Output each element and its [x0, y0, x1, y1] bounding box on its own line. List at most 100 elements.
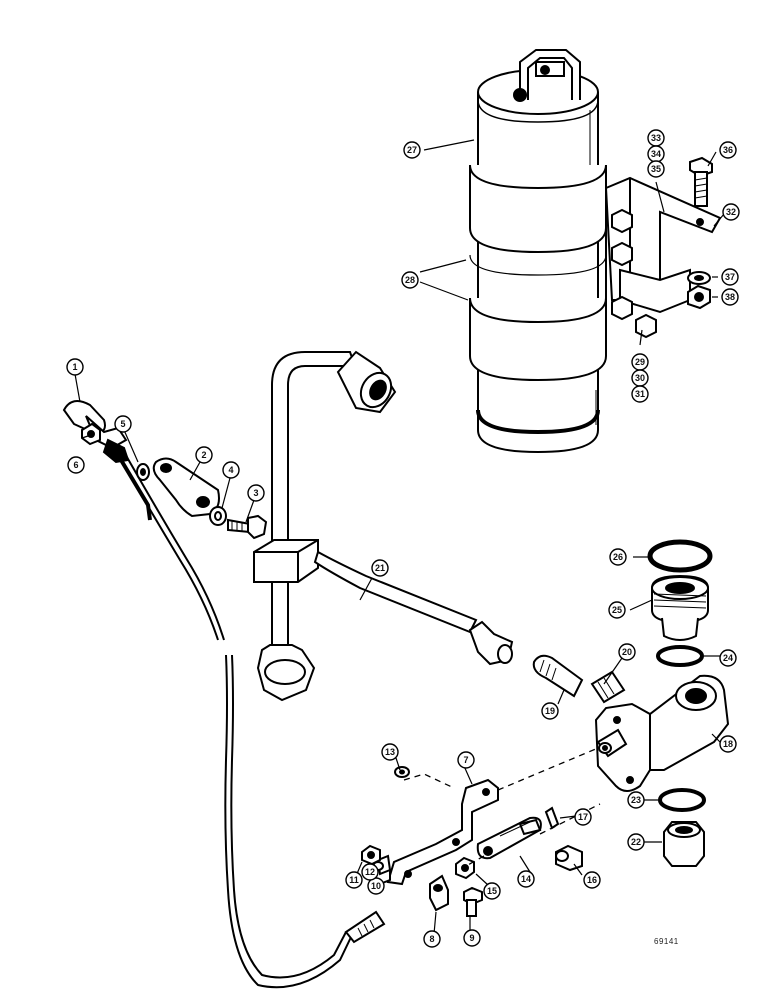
leader-lines — [74, 139, 725, 935]
callout-label: 36 — [723, 145, 733, 155]
callout-circle — [463, 929, 481, 947]
cable-clip-2 — [152, 457, 220, 518]
callout-label: 31 — [635, 389, 645, 399]
callout-circle — [608, 601, 626, 619]
lever-bracket-7 — [386, 778, 499, 886]
shutoff-knob — [62, 400, 130, 464]
washer-4 — [209, 506, 227, 526]
callout-label: 11 — [349, 875, 359, 885]
o-ring-24 — [656, 645, 704, 667]
callout-label: 23 — [631, 795, 641, 805]
clevis-pin-16 — [555, 844, 583, 872]
figure-number: 69141 — [654, 937, 679, 946]
callout-17: 17 — [574, 808, 592, 826]
clevis-14 — [476, 816, 542, 860]
fitting-20 — [590, 670, 626, 704]
callout-4: 4 — [222, 461, 240, 479]
callout-label: 28 — [405, 275, 415, 285]
callout-circle — [67, 456, 85, 474]
callout-14: 14 — [517, 870, 535, 888]
callout-circle — [719, 649, 737, 667]
callout-label: 22 — [631, 837, 641, 847]
callout-label: 35 — [651, 164, 661, 174]
cable-clip-8 — [429, 874, 449, 912]
callout-circle — [517, 870, 535, 888]
callout-circle — [631, 385, 649, 403]
callout-34: 34 — [647, 145, 665, 163]
callout-label: 32 — [726, 207, 736, 217]
callout-label: 17 — [578, 812, 588, 822]
callout-21: 21 — [371, 559, 389, 577]
callout-label: 6 — [73, 460, 78, 470]
callout-33: 33 — [647, 129, 665, 147]
callout-label: 12 — [365, 867, 375, 877]
mounting-bracket — [604, 176, 722, 339]
washer-13 — [394, 766, 410, 778]
callout-20: 20 — [618, 643, 636, 661]
callout-label: 8 — [429, 934, 434, 944]
washer-5 — [136, 463, 150, 481]
top-fitting-nut — [336, 350, 397, 414]
bolt-36 — [689, 156, 713, 207]
filter-canister — [469, 69, 607, 454]
callout-circle — [722, 203, 740, 221]
callout-2: 2 — [195, 446, 213, 464]
o-ring-23 — [658, 788, 706, 812]
callout-label: 15 — [487, 886, 497, 896]
callout-circle — [222, 461, 240, 479]
callout-26: 26 — [609, 548, 627, 566]
callout-5: 5 — [114, 415, 132, 433]
callout-circle — [719, 735, 737, 753]
callout-label: 19 — [545, 706, 555, 716]
callout-11: 11 — [345, 871, 363, 889]
callout-label: 30 — [635, 373, 645, 383]
cotter-pin-17 — [544, 806, 560, 830]
callout-30: 30 — [631, 369, 649, 387]
callout-circle — [721, 288, 739, 306]
callout-16: 16 — [583, 871, 601, 889]
callout-label: 18 — [723, 739, 733, 749]
callout-circle — [247, 484, 265, 502]
callout-label: 33 — [651, 133, 661, 143]
callout-24: 24 — [719, 649, 737, 667]
callout-circle — [719, 141, 737, 159]
callout-label: 37 — [725, 272, 735, 282]
callout-31: 31 — [631, 385, 649, 403]
callout-label: 10 — [371, 881, 381, 891]
callout-label: 34 — [651, 149, 661, 159]
callout-label: 16 — [587, 875, 597, 885]
screw-9 — [463, 886, 483, 917]
callout-label: 26 — [613, 552, 623, 562]
callout-1: 1 — [66, 358, 84, 376]
plug-22 — [663, 821, 705, 867]
nut-38 — [687, 284, 711, 310]
fuel-line-tube — [253, 350, 514, 702]
callout-35: 35 — [647, 160, 665, 178]
callout-label: 9 — [469, 933, 474, 943]
callout-circle — [371, 559, 389, 577]
callout-circle — [627, 791, 645, 809]
callout-label: 38 — [725, 292, 735, 302]
callout-label: 4 — [228, 465, 233, 475]
callout-circle — [541, 702, 559, 720]
callout-8: 8 — [423, 930, 441, 948]
callout-3: 3 — [247, 484, 265, 502]
callout-28: 28 — [401, 271, 419, 289]
callout-circle — [114, 415, 132, 433]
elbow-fitting-19 — [532, 654, 584, 698]
callout-15: 15 — [483, 882, 501, 900]
o-ring-26 — [647, 539, 713, 573]
callout-circle — [721, 268, 739, 286]
callout-6: 6 — [67, 456, 85, 474]
callout-29: 29 — [631, 353, 649, 371]
callout-37: 37 — [721, 268, 739, 286]
callout-circle — [423, 930, 441, 948]
callout-circle — [381, 743, 399, 761]
callout-label: 14 — [521, 874, 531, 884]
callout-13: 13 — [381, 743, 399, 761]
callout-label: 29 — [635, 357, 645, 367]
callout-18: 18 — [719, 735, 737, 753]
